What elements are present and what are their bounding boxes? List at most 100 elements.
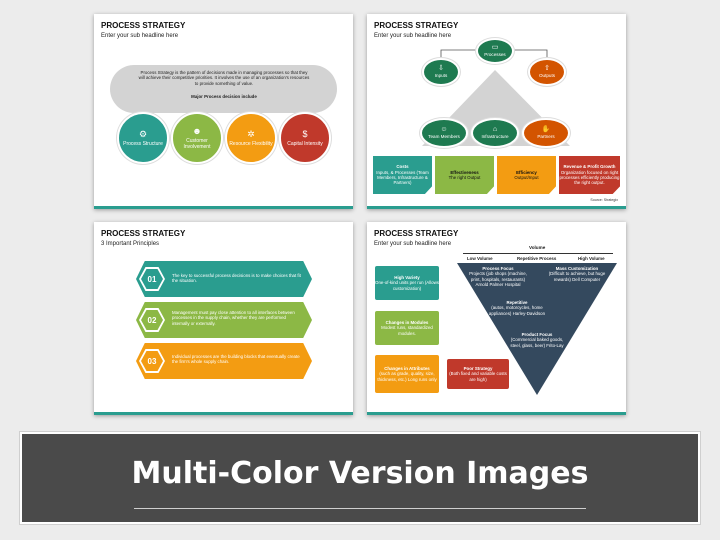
item-label: Customer Involvement: [183, 138, 211, 150]
box-revenue: Revenue & Profit Growth Organization foc…: [559, 156, 620, 194]
slide-volume-variety[interactable]: PROCESS STRATEGY Enter your sub headline…: [367, 222, 626, 415]
team-icon: ☺: [440, 126, 448, 133]
principle-text: The key to successful process decisions …: [172, 273, 301, 284]
box-title: High Variety: [394, 275, 420, 281]
node-processes: ▭ Processes: [476, 38, 514, 64]
box-title: Effectiveness: [450, 169, 479, 175]
principle-text: Individual processes are the building bl…: [172, 354, 300, 365]
node-label: Processes: [484, 52, 506, 57]
tri-title: Product Focus: [521, 332, 553, 337]
box-text: Inputs, & Processes (Team Members, Infra…: [376, 169, 429, 186]
box-text: (Both fixed and variable costs are high): [449, 371, 507, 382]
box-text: Modest runs, standardized modules.: [381, 325, 433, 336]
principle-text: Management must pay close attention to a…: [172, 310, 295, 326]
number-label: 03: [141, 351, 163, 371]
slide-subtitle: Enter your sub headline here: [101, 33, 179, 39]
box-title: Costs: [396, 164, 409, 170]
people-icon: ☻: [192, 126, 202, 136]
tri-product-focus: Product Focus (Commercial baked goods, s…: [507, 332, 567, 348]
principle-row-2: 02 Management must pay close attention t…: [136, 302, 312, 338]
volume-label: Volume: [529, 245, 546, 250]
major-label: Major Process decision include: [191, 94, 257, 99]
inputs-icon: ⇩: [438, 65, 444, 72]
tri-mass-customization: Mass Customization (Difficult to achieve…: [547, 266, 607, 282]
box-text: Output/Input: [514, 175, 539, 180]
tri-text: Projects (job shops (machine, print, hos…: [469, 271, 527, 287]
volume-triangle: [457, 263, 617, 395]
box-text: Organization focused on right processes …: [559, 169, 620, 186]
principle-row-1: 01 The key to successful process decisio…: [136, 261, 312, 297]
slide-title: PROCESS STRATEGY: [101, 21, 186, 30]
node-label: Partners: [537, 134, 555, 139]
tri-title: Mass Customization: [555, 266, 599, 271]
box-text: The right Output: [448, 175, 481, 180]
banner-divider: [134, 508, 586, 509]
node-team-members: ☺ Team Members: [420, 118, 468, 148]
tri-process-focus: Process Focus Projects (job shops (machi…: [467, 266, 529, 287]
axis-high: High Volume: [578, 256, 605, 261]
principle-arrow: [136, 302, 312, 338]
description-band: [110, 65, 337, 113]
node-label: Team Members: [428, 134, 460, 139]
source-note: Source: Strategix: [590, 198, 618, 202]
volume-axis-line: [463, 253, 613, 254]
handshake-icon: ✋: [541, 126, 551, 133]
box-effectiveness: Effectiveness The right Output: [435, 156, 494, 194]
box-title: Changes in Attributes: [384, 366, 430, 372]
number-label: 01: [141, 269, 163, 289]
box-title: Changes in Modules: [385, 320, 429, 326]
box-costs: Costs Inputs, & Processes (Team Members,…: [373, 156, 432, 194]
principle-arrow: [136, 343, 312, 379]
slide-process-diagram[interactable]: PROCESS STRATEGY Enter your sub headline…: [367, 14, 626, 209]
tri-text: (Commercial baked goods, steel, glass, b…: [510, 337, 564, 348]
footer-banner: Multi-Color Version Images: [19, 431, 701, 525]
item-process-structure: ⚙ Process Structure: [117, 112, 169, 164]
item-label: Process Structure: [123, 141, 163, 147]
node-label: Infrastructure: [481, 134, 509, 139]
item-customer-involvement: ☻ Customer Involvement: [171, 112, 223, 164]
tri-text: (Difficult to achieve, but huge rewards)…: [548, 271, 606, 282]
node-partners: ✋ Partners: [522, 118, 570, 148]
money-icon: $: [302, 129, 308, 139]
axis-repetitive: Repetitive Process: [517, 256, 557, 261]
node-label: Outputs: [538, 73, 556, 78]
box-title: Poor Strategy: [463, 366, 493, 372]
slide-subtitle: 3 Important Principles: [101, 241, 160, 247]
box-efficiency: Efficiency Output/Input: [497, 156, 556, 194]
processes-icon: ▭: [491, 44, 499, 51]
slide-title: PROCESS STRATEGY: [374, 229, 459, 238]
slide-subtitle: Enter your sub headline here: [374, 241, 452, 247]
tri-title: Process Focus: [482, 266, 514, 271]
node-infrastructure: ⌂ Infrastructure: [471, 118, 519, 148]
node-outputs: ⇧ Outputs: [528, 58, 566, 86]
banner-title: Multi-Color Version Images: [131, 456, 589, 491]
item-capital-intensity: $ Capital Intensity: [279, 112, 331, 164]
tri-text: (autos, motorcycles, home appliances) Ha…: [488, 305, 546, 316]
gear-icon: ✲: [247, 129, 255, 139]
box-poor-strategy: Poor Strategy (Both fixed and variable c…: [447, 359, 509, 389]
item-label: Resource Flexibility: [229, 141, 273, 147]
tri-title: Repetitive: [506, 300, 528, 305]
box-changes-modules: Changes in Modules Modest runs, standard…: [375, 311, 439, 345]
slide-process-structure[interactable]: PROCESS STRATEGY Enter your sub headline…: [94, 14, 353, 209]
principle-arrow: [136, 261, 312, 297]
box-high-variety: High Variety One-of-kind units per run (…: [375, 266, 439, 300]
axis-low: Low Volume: [467, 256, 493, 261]
slide-title: PROCESS STRATEGY: [374, 21, 459, 30]
box-text: One-of-kind units per run (Allows custom…: [375, 280, 439, 291]
box-title: Efficiency: [516, 169, 537, 175]
node-inputs: ⇩ Inputs: [422, 58, 460, 86]
slide-subtitle: Enter your sub headline here: [374, 33, 452, 39]
slide-title: PROCESS STRATEGY: [101, 229, 186, 238]
item-label: Capital Intensity: [287, 141, 323, 147]
outputs-icon: ⇧: [544, 65, 550, 72]
principle-row-3: 03 Individual processes are the building…: [136, 343, 312, 379]
box-text: (such as grade, quality, size, thickness…: [377, 371, 437, 382]
box-changes-attributes: Changes in Attributes (such as grade, qu…: [375, 355, 439, 393]
box-title: Revenue & Profit Growth: [563, 164, 616, 170]
network-icon: ⚙: [138, 129, 148, 139]
number-label: 02: [141, 310, 163, 330]
slide-principles[interactable]: PROCESS STRATEGY 3 Important Principles …: [94, 222, 353, 415]
node-label: Inputs: [434, 73, 448, 78]
description-text: Process Strategy is the pattern of decis…: [138, 70, 310, 86]
